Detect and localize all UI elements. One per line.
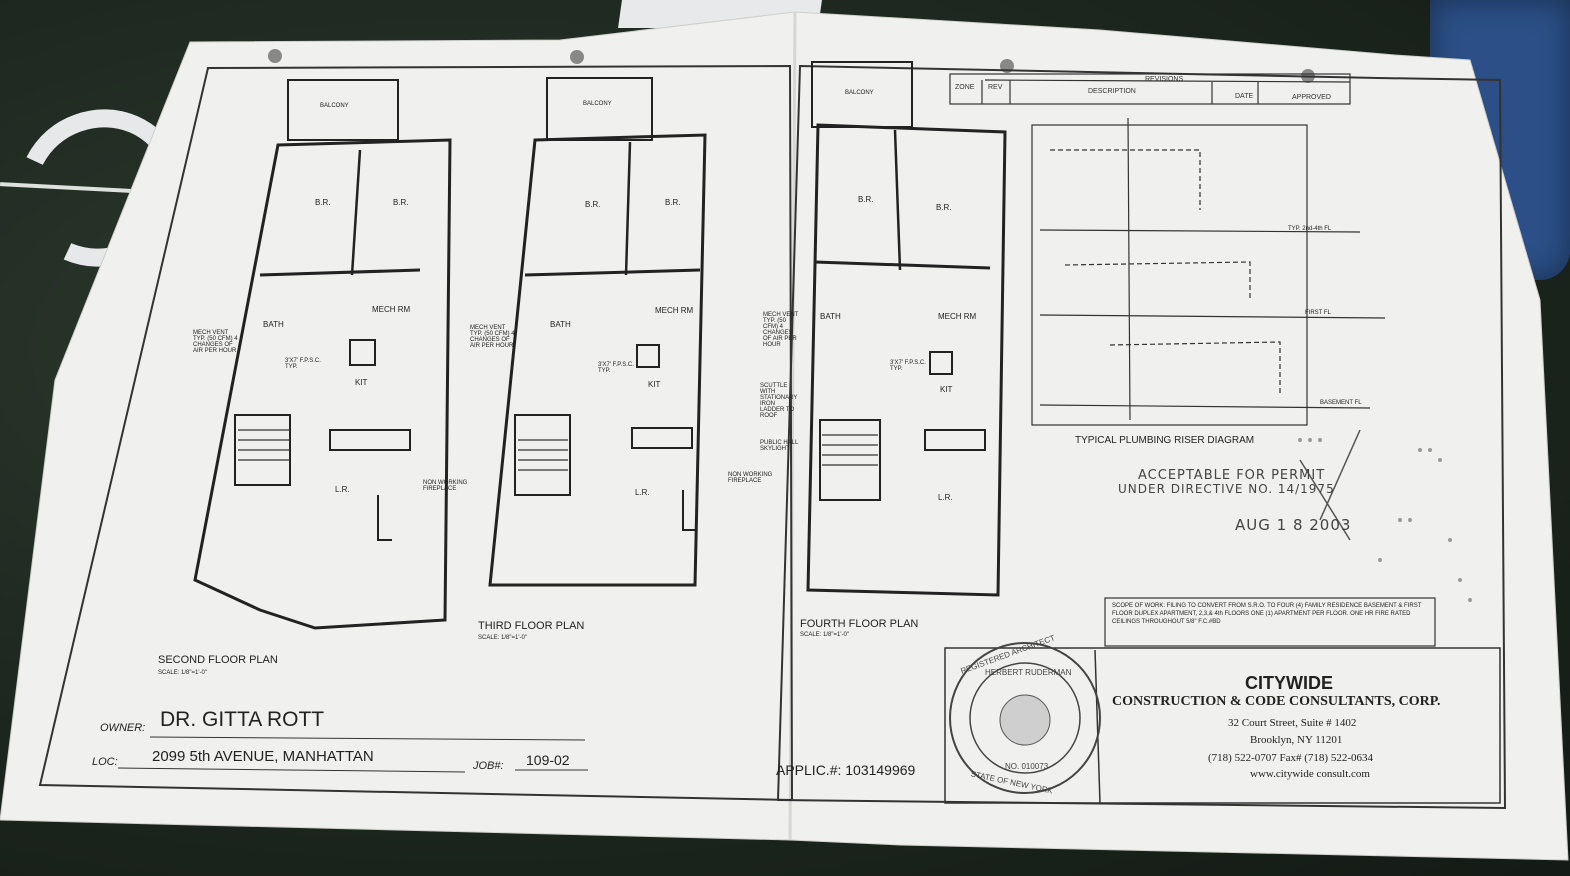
room-balcony: BALCONY: [845, 90, 874, 96]
note-mech-vent: MECH VENT TYP. (50 CFM) 4 CHANGES OF AIR…: [763, 312, 799, 348]
plan-title-second: SECOND FLOOR PLAN: [158, 654, 278, 666]
permit-stamp-line2: UNDER DIRECTIVE NO. 14/1975: [1118, 482, 1335, 496]
note-fpsc: 3'X7' F.P.S.C. TYP.: [598, 362, 634, 374]
revisions-col: DATE: [1235, 93, 1254, 100]
room-bedroom: B.R.: [936, 203, 952, 212]
room-kit: KIT: [648, 380, 661, 389]
plan-scale-fourth: SCALE: 1/8"=1'-0": [800, 632, 849, 638]
seal-name: HERBERT RUDERMAN: [985, 668, 1072, 677]
applic-number: APPLIC.#: 103149969: [776, 762, 916, 778]
room-bedroom: B.R.: [665, 198, 681, 207]
scope-box: [1104, 597, 1436, 647]
revisions-col: REV: [988, 84, 1003, 91]
room-balcony: BALCONY: [583, 101, 612, 107]
riser-level: TYP. 2nd-4th FL: [1288, 226, 1332, 232]
revisions-col: DESCRIPTION: [1088, 88, 1136, 95]
job-label: JOB#:: [473, 760, 504, 772]
note-mech-vent: MECH VENT TYP. (50 CFM) 4 CHANGES OF AIR…: [193, 330, 238, 354]
note-fpsc: 3'X7' F.P.S.C. TYP.: [285, 358, 321, 370]
room-balcony: BALCONY: [320, 103, 349, 109]
room-bedroom: B.R.: [393, 198, 409, 207]
revisions-title: REVISIONS: [1145, 76, 1184, 83]
note-fireplace: NON WORKING FIREPLACE: [728, 472, 773, 484]
room-mech: MECH RM: [938, 312, 977, 321]
job-value: 109-02: [526, 752, 570, 768]
punch-hole: [570, 50, 584, 64]
seal-number: NO. 010073: [1005, 762, 1049, 771]
room-bath: BATH: [820, 312, 841, 321]
note-mech-vent: MECH VENT TYP. (50 CFM) 4 CHANGES OF AIR…: [470, 325, 515, 349]
firm-subtitle: CONSTRUCTION & CODE CONSULTANTS, CORP.: [1112, 694, 1441, 709]
scope-of-work: SCOPE OF WORK: FILING TO CONVERT FROM S.…: [1112, 603, 1422, 625]
room-kit: KIT: [355, 378, 368, 387]
stair-hatching: [238, 429, 878, 471]
room-mech: MECH RM: [655, 306, 694, 315]
revisions-col: APPROVED: [1292, 94, 1331, 101]
fourth-floor-plan: [806, 61, 1007, 597]
architect-seal: [949, 642, 1101, 794]
owner-value: DR. GITTA ROTT: [160, 708, 325, 731]
owner-label: OWNER:: [100, 722, 146, 734]
firm-address2: Brooklyn, NY 11201: [1250, 734, 1343, 746]
room-bedroom: B.R.: [858, 195, 874, 204]
room-lr: L.R.: [335, 485, 350, 494]
room-kit: KIT: [940, 385, 953, 394]
firm-name: CITYWIDE: [1245, 673, 1333, 693]
note-scuttle: SCUTTLE WITH STATIONARY IRON LADDER TO R…: [760, 383, 798, 419]
firm-block: [944, 647, 1501, 804]
permit-stamp-date: AUG 1 8 2003: [1235, 516, 1352, 534]
riser-title: TYPICAL PLUMBING RISER DIAGRAM: [1075, 435, 1255, 446]
punch-hole: [268, 49, 282, 63]
room-bath: BATH: [550, 320, 571, 329]
plan-scale-third: SCALE: 1/8"=1'-0": [478, 635, 527, 641]
third-floor-plan: [488, 77, 707, 587]
firm-web: www.citywide consult.com: [1250, 768, 1370, 780]
revisions-col: ZONE: [955, 84, 975, 91]
loc-label: LOC:: [92, 756, 118, 768]
firm-phone: (718) 522-0707 Fax# (718) 522-0634: [1208, 752, 1373, 764]
plumbing-riser-diagram: [1031, 117, 1386, 426]
room-lr: L.R.: [635, 488, 650, 497]
note-skylight: PUBLIC HALL SKYLIGHT: [760, 440, 799, 452]
room-bedroom: B.R.: [585, 200, 601, 209]
note-fireplace: NON WORKING FIREPLACE: [423, 480, 468, 492]
note-fpsc: 3'X7' F.P.S.C. TYP.: [890, 360, 926, 372]
permit-stamp-line1: ACCEPTABLE FOR PERMIT: [1138, 468, 1326, 483]
riser-level: BASEMENT FL: [1320, 400, 1362, 406]
revisions-table: [949, 73, 1351, 105]
dot-pattern: [1298, 438, 1472, 602]
room-bath: BATH: [263, 320, 284, 329]
room-bedroom: B.R.: [315, 198, 331, 207]
room-mech: MECH RM: [372, 305, 411, 314]
loc-value: 2099 5th AVENUE, MANHATTAN: [152, 748, 374, 765]
second-floor-plan: [193, 79, 452, 630]
plan-title-fourth: FOURTH FLOOR PLAN: [800, 618, 919, 630]
room-lr: L.R.: [938, 493, 953, 502]
firm-address1: 32 Court Street, Suite # 1402: [1228, 717, 1357, 729]
plan-scale-second: SCALE: 1/8"=1'-0": [158, 670, 207, 676]
plan-title-third: THIRD FLOOR PLAN: [478, 620, 585, 632]
riser-level: FIRST FL: [1305, 310, 1331, 316]
